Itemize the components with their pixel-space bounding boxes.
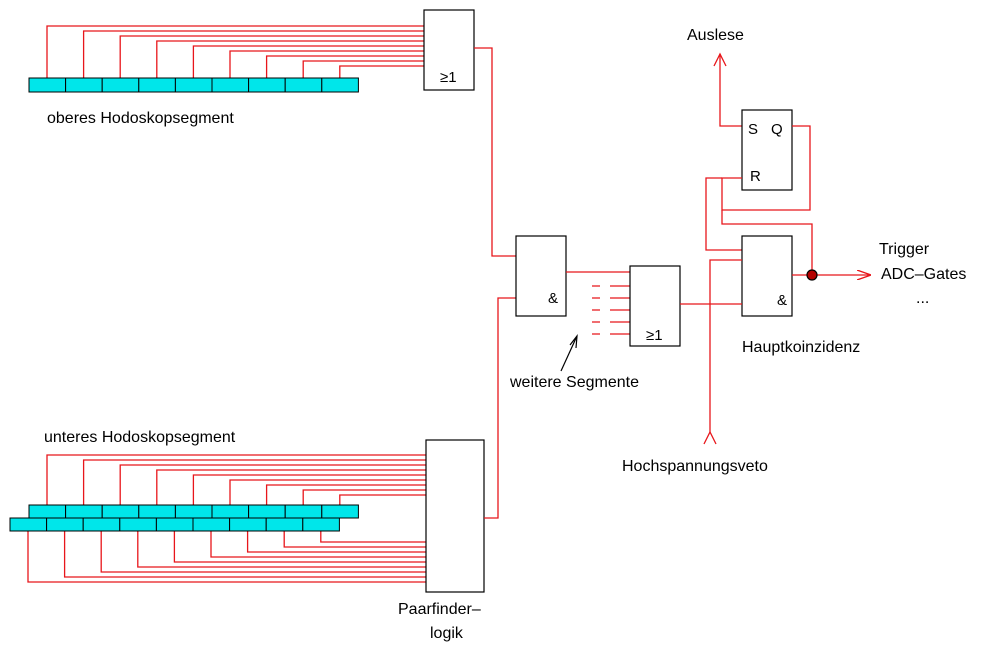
- lower-hodoscope-cell-top: [101, 504, 140, 519]
- flipflop-reset-label: R: [750, 168, 761, 185]
- upper-hodoscope-cell: [211, 77, 250, 93]
- lower-hodoscope-wire-bottom: [320, 531, 426, 543]
- upper-hodoscope-wire: [302, 60, 424, 78]
- rs-flipflop: [741, 109, 793, 191]
- lower-hodoscope-wire-top: [192, 474, 426, 505]
- more-segments-label: weitere Segmente: [509, 374, 639, 391]
- lower-hodoscope-wire-bottom: [137, 531, 426, 568]
- segment-and-gate: [515, 235, 567, 317]
- lower-hodoscope-cell-top: [174, 504, 213, 519]
- upper-or-to-and-wire: [474, 47, 516, 257]
- upper-hodoscope-cell: [321, 77, 359, 93]
- main-coincidence-gate: [741, 235, 793, 317]
- lower-hodoscope-wire-bottom: [173, 531, 426, 563]
- lower-hodoscope-wire-top: [46, 454, 426, 505]
- lower-hodoscope-wire-top: [156, 469, 426, 505]
- lower-hodoscope-cell-bottom: [229, 517, 267, 532]
- lower-hodoscope-cell-bottom: [119, 517, 157, 532]
- more-segment-inputs: [592, 285, 630, 335]
- lower-hodoscope-wire-top: [265, 484, 426, 505]
- lower-hodoscope-cells: [9, 504, 359, 532]
- output-label-more: ...: [916, 290, 929, 307]
- pair-finder-label-line2: logik: [430, 625, 464, 642]
- upper-hodoscope-cell: [248, 77, 286, 93]
- lower-hodoscope-wire-top: [119, 464, 426, 505]
- lower-hodoscope-wire-bottom: [63, 531, 426, 578]
- lower-hodoscope-cell-top: [28, 504, 67, 519]
- upper-hodoscope-cell: [174, 77, 213, 93]
- lower-hodoscope-cell-top: [248, 504, 286, 519]
- lower-hodoscope-wire-top: [339, 494, 426, 505]
- hv-veto-label: Hochspannungsveto: [622, 458, 768, 475]
- q-to-output-wire: [721, 210, 813, 272]
- pair-finder-logic-box: [425, 439, 485, 593]
- upper-hodoscope-wire: [82, 30, 424, 78]
- upper-hodoscope-wire: [265, 55, 424, 78]
- upper-hodoscope-wire: [156, 40, 424, 78]
- lower-hodoscope-cell-top: [65, 504, 103, 519]
- lower-hodoscope-cell-top: [321, 504, 359, 519]
- pairfinder-to-and-wire: [484, 297, 516, 519]
- upper-or-gate-symbol: ≥1: [440, 69, 457, 86]
- segments-or-gate: [629, 265, 681, 347]
- lower-hodoscope-cell-top: [284, 504, 323, 519]
- lower-hodoscope-cell-bottom: [192, 517, 231, 532]
- lower-hodoscope-cell-bottom: [302, 517, 340, 532]
- readout-label: Auslese: [687, 27, 744, 44]
- more-segments-pointer-head: [569, 334, 578, 349]
- segment-and-gate-symbol: &: [548, 290, 558, 307]
- upper-segment-label: oberes Hodoskopsegment: [47, 110, 234, 127]
- output-junction-dot: [806, 269, 818, 281]
- lower-hodoscope-cell-top: [211, 504, 250, 519]
- lower-hodoscope-cell-top: [138, 504, 176, 519]
- pair-finder-label-line1: Paarfinder–: [398, 601, 481, 618]
- lower-hodoscope-cell-bottom: [9, 517, 48, 532]
- lower-segment-label: unteres Hodoskopsegment: [44, 429, 236, 446]
- upper-hodoscope-wire: [229, 50, 424, 78]
- lower-hodoscope-wire-bottom: [283, 531, 426, 548]
- more-segments-pointer: [560, 335, 578, 372]
- lower-hodoscope-cell-bottom: [82, 517, 121, 532]
- upper-hodoscope-cell: [65, 77, 103, 93]
- upper-hodoscope-wire: [46, 25, 424, 78]
- upper-hodoscope-cell: [138, 77, 176, 93]
- upper-hodoscope-cells: [28, 77, 359, 93]
- main-coincidence-symbol: &: [777, 292, 787, 309]
- upper-hodoscope-wire: [339, 65, 424, 78]
- lower-hodoscope-cell-bottom: [46, 517, 84, 532]
- lower-hodoscope-cell-bottom: [155, 517, 194, 532]
- upper-hodoscope-wire: [192, 45, 424, 78]
- flipflop-to-main-and-wire: [705, 177, 742, 251]
- upper-hodoscope-cell: [284, 77, 323, 93]
- lower-hodoscope-wire-top: [229, 479, 426, 505]
- flipflop-set-label: S: [748, 121, 758, 138]
- readout-to-set-wire: [719, 54, 742, 127]
- output-label-trigger: Trigger: [879, 241, 930, 258]
- upper-or-gate: [423, 9, 475, 91]
- upper-hodoscope-cell: [101, 77, 140, 93]
- hv-veto-wire: [709, 259, 742, 420]
- lower-hodoscope-cell-bottom: [265, 517, 304, 532]
- q-to-reset-wire: [721, 125, 811, 211]
- hv-veto-input-marker: [703, 430, 717, 445]
- lower-hodoscope-wire-top: [302, 489, 426, 505]
- upper-hodoscope-wire: [119, 35, 424, 78]
- lower-hodoscope-wire-bottom: [27, 531, 426, 583]
- lower-hodoscope-wire-top: [82, 459, 426, 505]
- main-coincidence-label: Hauptkoinzidenz: [742, 339, 860, 356]
- upper-hodoscope-cell: [28, 77, 67, 93]
- lower-hodoscope-wires: [27, 454, 426, 583]
- flipflop-q-label: Q: [771, 121, 783, 138]
- segments-or-gate-symbol: ≥1: [646, 327, 663, 344]
- lower-hodoscope-wire-bottom: [100, 531, 426, 573]
- output-label-adc-gates: ADC–Gates: [881, 266, 966, 283]
- upper-hodoscope-wires: [46, 25, 424, 78]
- lower-hodoscope-wire-bottom: [246, 531, 426, 553]
- lower-hodoscope-wire-bottom: [210, 531, 426, 558]
